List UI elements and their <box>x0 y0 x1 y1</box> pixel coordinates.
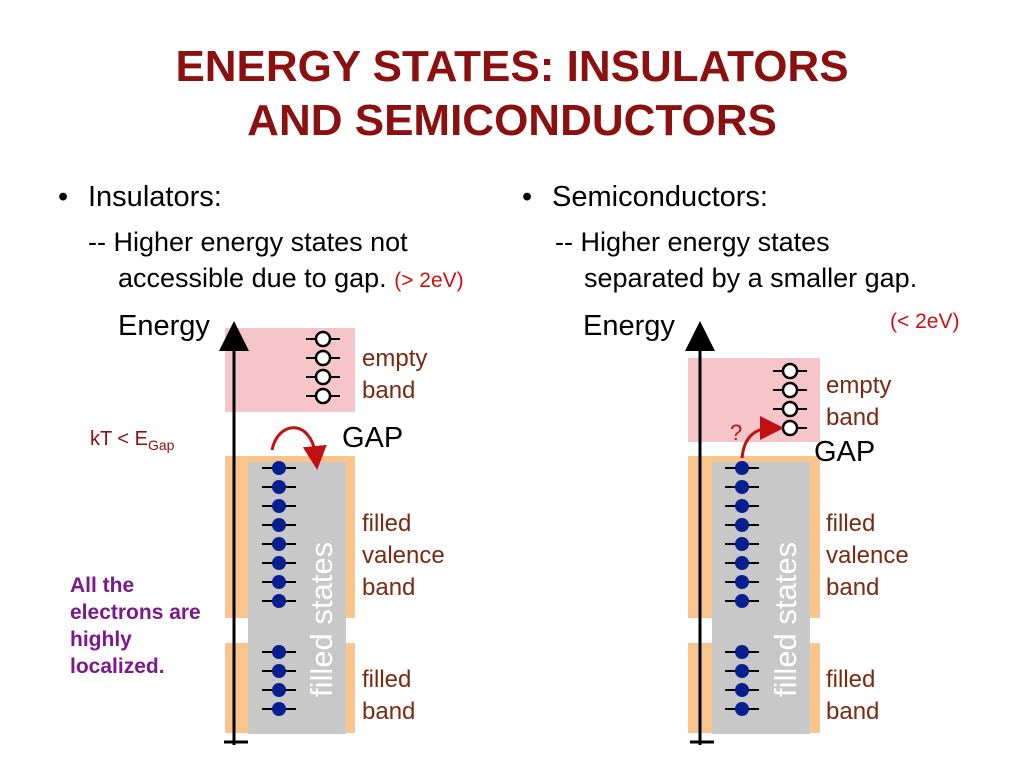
filled-states-label-left: filled states <box>304 542 339 697</box>
semiconductors-desc-line-2: separated by a smaller gap. <box>584 263 918 293</box>
electron <box>262 499 296 513</box>
electron <box>725 594 759 608</box>
electron <box>725 556 759 570</box>
empty-state <box>306 368 340 386</box>
kt-text: kT < E <box>90 428 148 450</box>
empty-state <box>773 362 807 380</box>
electron <box>725 461 759 475</box>
electron <box>262 645 296 659</box>
insulators-desc-line-2: accessible due to gap. (> 2eV) <box>118 260 464 299</box>
semiconductors-desc-line-1: -- Higher energy states <box>555 227 830 257</box>
empty-band-rect <box>225 328 355 412</box>
electron <box>262 461 296 475</box>
valence-electrons <box>262 461 296 608</box>
insulators-bullet: • Insulators: <box>58 180 222 214</box>
filled-states-rect <box>248 462 346 734</box>
electron <box>262 702 296 716</box>
electron <box>725 645 759 659</box>
electron <box>725 664 759 678</box>
electron <box>262 594 296 608</box>
thermal-excitation-arrow <box>740 416 784 459</box>
semiconductors-heading: Semiconductors: <box>552 181 768 213</box>
gap-label-left: GAP <box>342 422 404 454</box>
semiconductors-bullet: • Semiconductors: <box>522 180 768 214</box>
electron <box>262 664 296 678</box>
electron <box>262 575 296 589</box>
electron <box>262 518 296 532</box>
insulators-heading: Insulators: <box>88 181 222 213</box>
question-mark: ? <box>730 420 742 445</box>
empty-state <box>773 381 807 399</box>
electron <box>262 556 296 570</box>
insulators-desc-text: accessible due to gap. <box>118 263 387 293</box>
empty-state <box>773 400 807 418</box>
gap-label-right: GAP <box>814 436 876 468</box>
page-title: ENERGY STATES: INSULATORS AND SEMICONDUC… <box>0 40 1024 148</box>
energy-axis-label-left: Energy <box>118 310 210 342</box>
empty-states <box>306 330 340 405</box>
filled-band-label-right: filled band <box>826 666 880 725</box>
electron <box>725 518 759 532</box>
kt-subscript: Gap <box>148 437 175 453</box>
insulators-desc-line-1: -- Higher energy states not <box>88 227 408 257</box>
empty-state <box>306 349 340 367</box>
semiconductor-diagram: ? filled states <box>685 321 820 745</box>
empty-band-label-right: empty band <box>826 372 892 431</box>
electron <box>725 480 759 494</box>
lower-electrons <box>725 645 759 716</box>
title-line-1: ENERGY STATES: INSULATORS <box>175 42 849 91</box>
title-line-2: AND SEMICONDUCTORS <box>247 96 777 145</box>
energy-axis-label-right: Energy <box>583 310 675 342</box>
insulator-diagram: filled states <box>219 321 355 745</box>
electron <box>725 683 759 697</box>
filled-states-rect <box>712 462 810 734</box>
electron <box>725 702 759 716</box>
kt-condition-label: kT < EGap <box>90 428 174 453</box>
bullet-dot: • <box>522 181 533 213</box>
semiconductors-gap-note: (< 2eV) <box>890 310 960 333</box>
filled-valence-band-label-left: filled valence band <box>362 510 445 601</box>
insulators-gap-note: (> 2eV) <box>394 269 464 292</box>
empty-band-label-left: empty band <box>362 345 428 404</box>
electron <box>262 683 296 697</box>
lower-electrons <box>262 645 296 716</box>
localized-electrons-note: All the electrons are highly localized. <box>70 574 201 678</box>
valence-electrons <box>725 461 759 608</box>
bullet-dot: • <box>58 181 69 213</box>
filled-band-label-left: filled band <box>362 666 416 725</box>
electron <box>725 537 759 551</box>
electron <box>262 537 296 551</box>
blocked-excitation-arrow <box>270 426 327 470</box>
electron <box>725 575 759 589</box>
empty-state <box>306 330 340 348</box>
empty-states <box>773 362 807 437</box>
electron <box>725 499 759 513</box>
electron <box>262 480 296 494</box>
filled-valence-band-label-right: filled valence band <box>826 510 909 601</box>
empty-state <box>306 387 340 405</box>
filled-states-label-right: filled states <box>768 542 803 697</box>
